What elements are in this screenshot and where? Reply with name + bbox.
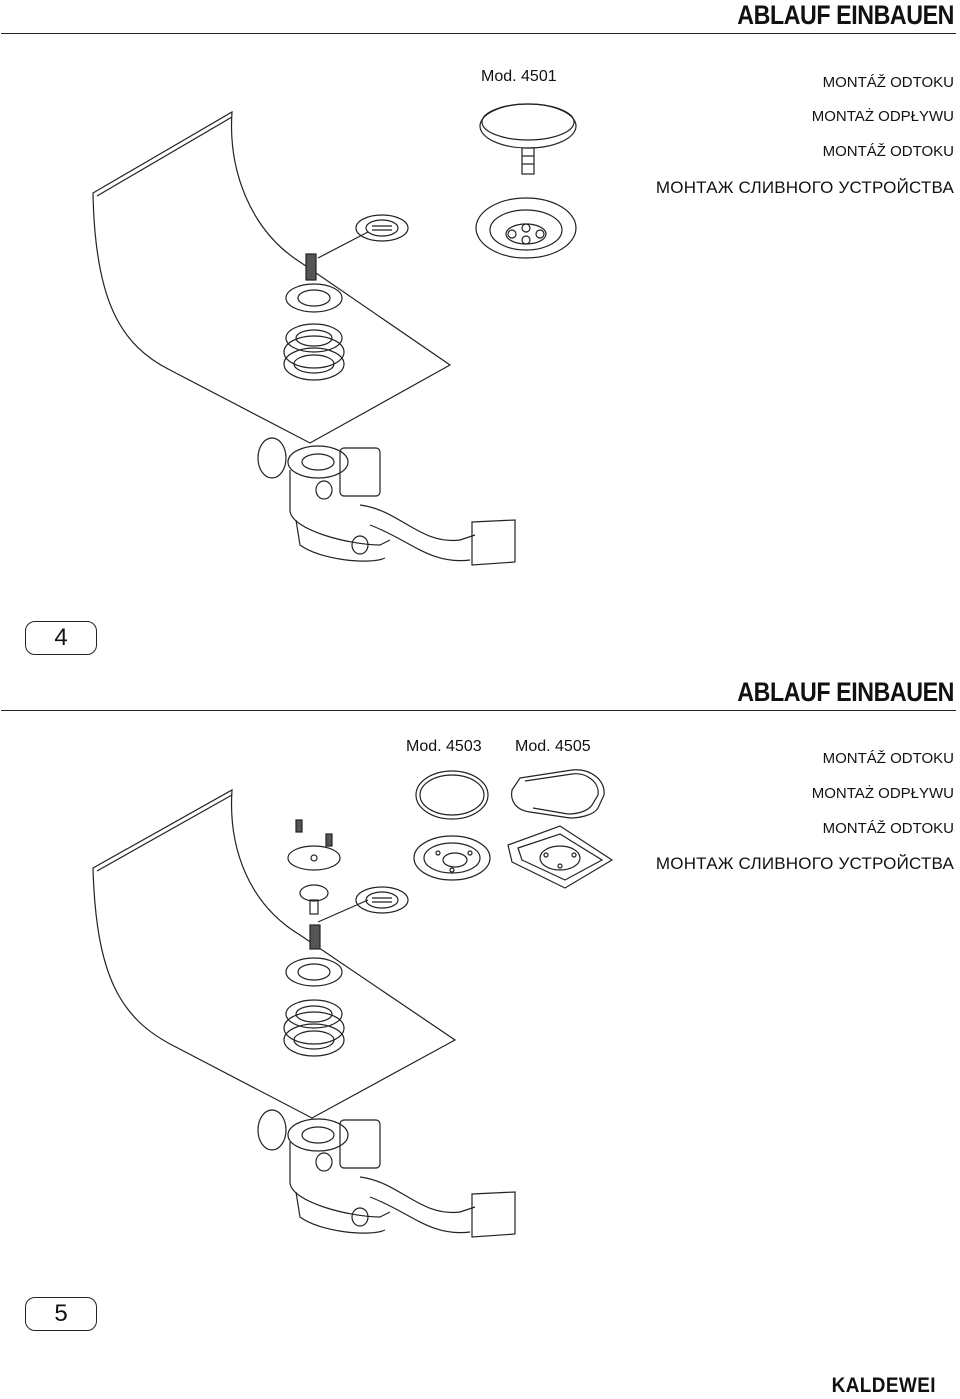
brand-logo: KALDEWEI [831, 1374, 936, 1397]
section1-heading: ABLAUF EINBAUEN [737, 0, 954, 30]
section2-lang-sk: MONTÁŽ ODTOKU [822, 820, 954, 837]
drain-assembly-diagram-4501 [92, 103, 577, 566]
section2-heading: ABLAUF EINBAUEN [737, 677, 954, 707]
section2-model-label-4505: Mod. 4505 [515, 738, 591, 755]
section1-lang-sk: MONTÁŽ ODTOKU [822, 143, 954, 160]
section1-rule [1, 33, 956, 34]
section2-lang-ru: МОНТАЖ СЛИВНОГО УСТРОЙСТВА [655, 854, 954, 873]
section1-lang-pl: MONTAŻ ODPŁYWU [811, 108, 954, 125]
page-number-box: 5 [25, 1297, 97, 1331]
section1-lang-cs: MONTÁŽ ODTOKU [822, 74, 954, 91]
section2-rule [1, 710, 956, 711]
section1-lang-ru: МОНТАЖ СЛИВНОГО УСТРОЙСТВА [655, 178, 954, 197]
section2-lang-cs: MONTÁŽ ODTOKU [822, 750, 954, 767]
section2-model-label-4503: Mod. 4503 [406, 738, 482, 755]
section1-model-label: Mod. 4501 [481, 68, 557, 85]
section2-lang-pl: MONTAŻ ODPŁYWU [811, 785, 954, 802]
page-number-box: 4 [25, 621, 97, 655]
